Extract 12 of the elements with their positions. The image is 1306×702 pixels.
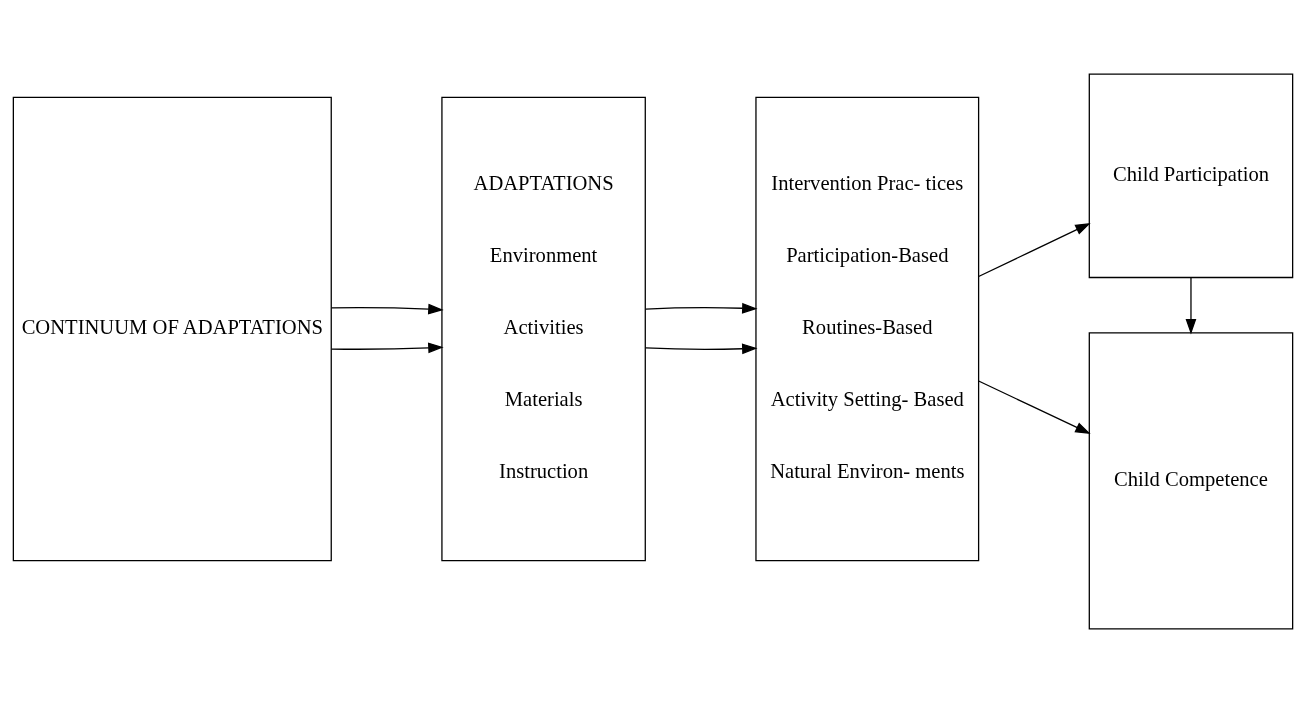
arrow <box>978 222 1091 277</box>
node-box: Intervention Prac- tices Participation-Based Routines-Based Activity Setting- Based Natural Environ- ments <box>755 96 980 561</box>
arrow <box>644 342 758 354</box>
node-box: ADAPTATIONS Environment Activities Materials Instruction <box>441 96 646 561</box>
node-box: Child Participation <box>1088 73 1294 278</box>
arrow <box>330 303 444 315</box>
node-box: Child Competence <box>1088 331 1294 629</box>
arrow <box>978 379 1091 434</box>
arrow <box>644 302 758 314</box>
arrow <box>1185 276 1197 334</box>
node-box: CONTINUUM OF ADAPTATIONS <box>12 96 332 561</box>
arrow <box>330 341 444 353</box>
